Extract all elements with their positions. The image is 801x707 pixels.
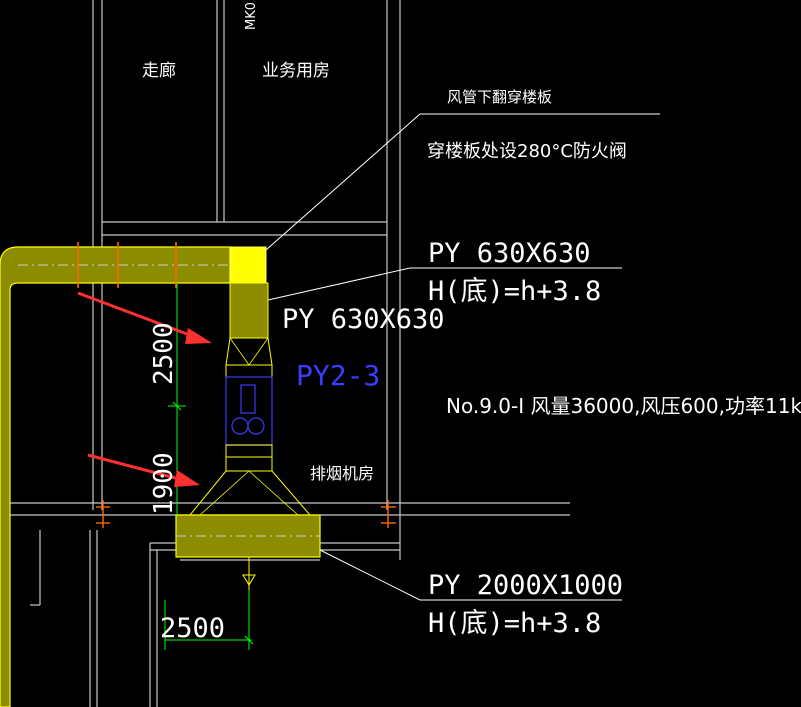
horizontal-duct: [0, 242, 231, 707]
duct-elev-bottom: H(底)=h+3.8: [428, 608, 601, 639]
slab-markers: [96, 500, 396, 528]
duct-size-top: PY 630X630: [428, 238, 591, 269]
bottom-duct: [175, 514, 321, 590]
vertical-duct: [225, 282, 273, 378]
note-fire-damper: 穿楼板处设280°C防火阀: [427, 141, 627, 162]
leader-lines: [265, 113, 660, 601]
room-label-corridor: 走廊: [142, 61, 176, 81]
room-label-exhaust: 排烟机房: [310, 464, 374, 483]
duct-size-vertical: PY 630X630: [282, 304, 445, 335]
fire-damper: [229, 246, 267, 284]
room-label-business: 业务用房: [262, 61, 330, 81]
fan-spec: No.9.0-I 风量36000,风压600,功率11kW,: [446, 394, 801, 418]
top-edge-text: MK0: [244, 2, 259, 30]
duct-size-bottom: PY 2000X1000: [428, 570, 623, 601]
exhaust-fan: [225, 376, 273, 446]
note-duct-down: 风管下翻穿楼板: [447, 88, 552, 106]
red-arrows: [77, 291, 212, 487]
dimension-2500-horizontal: 2500: [160, 613, 225, 644]
dimension-2500-vertical: 2500: [149, 322, 179, 385]
dimension-1900: 1900: [149, 452, 179, 515]
hood: [188, 444, 312, 516]
duct-elev-top: H(底)=h+3.8: [428, 276, 601, 307]
fan-tag: PY2-3: [296, 359, 380, 392]
